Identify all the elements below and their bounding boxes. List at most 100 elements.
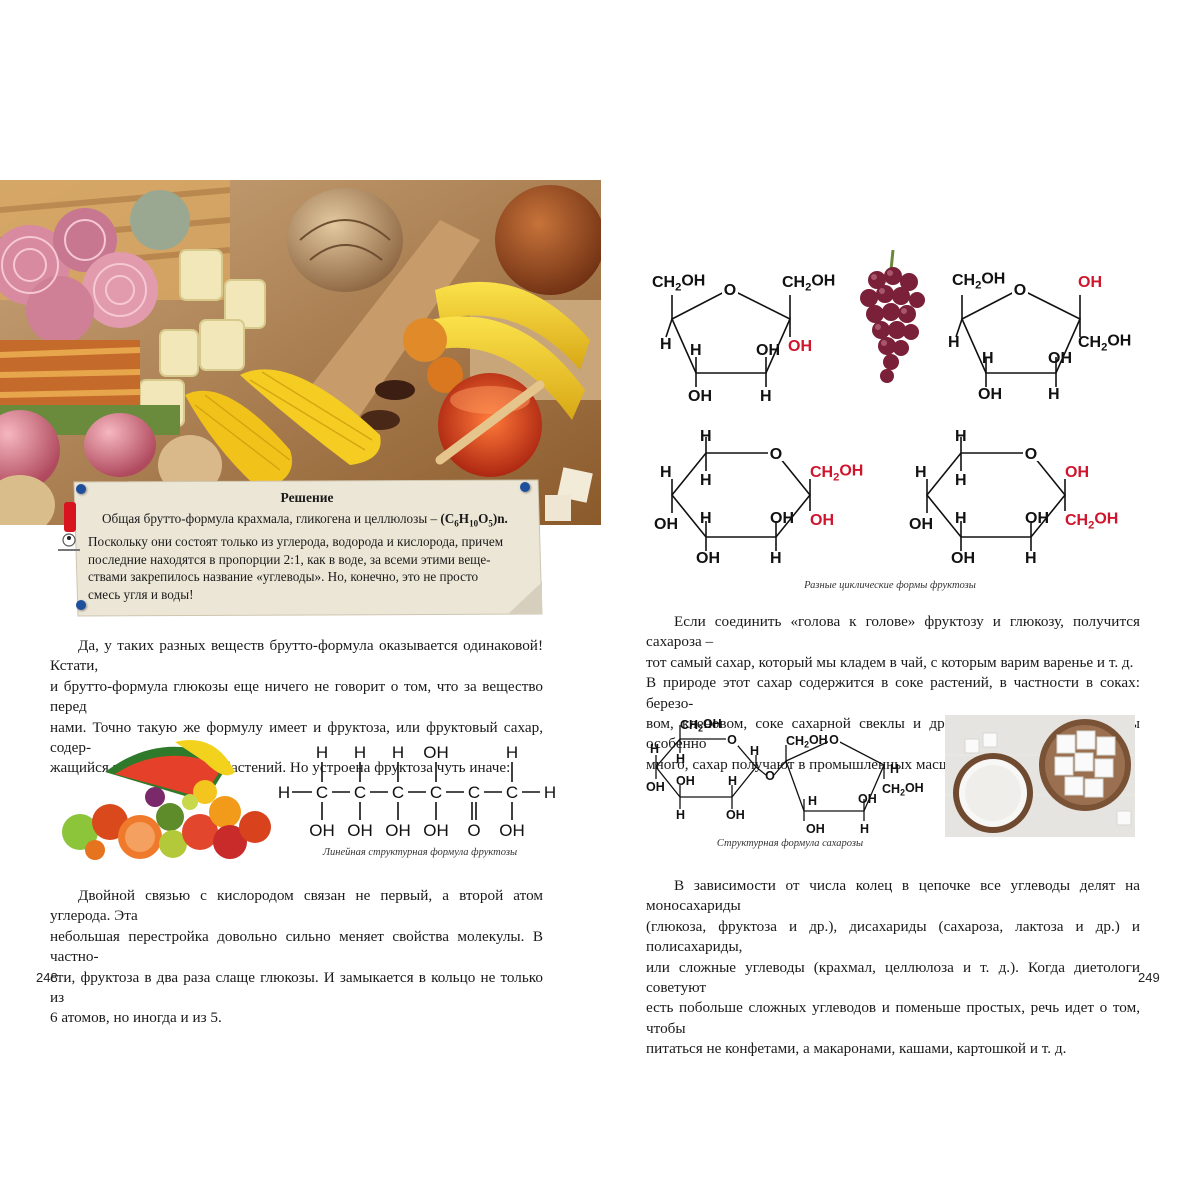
svg-text:OH: OH xyxy=(978,386,1002,403)
svg-text:OH: OH xyxy=(676,774,695,788)
svg-text:OH: OH xyxy=(909,516,933,533)
solution-title: Решение xyxy=(280,490,334,505)
svg-text:O: O xyxy=(765,769,775,783)
svg-text:O: O xyxy=(829,733,839,747)
svg-text:O: O xyxy=(727,733,737,747)
svg-text:CH2OH: CH2OH xyxy=(680,717,722,734)
atom-label: OH xyxy=(499,821,525,840)
atom-label: H xyxy=(506,743,518,762)
pin-icon xyxy=(520,482,530,492)
cyclic-forms-caption: Разные циклические формы фруктозы xyxy=(804,580,976,591)
atom-label: H xyxy=(392,743,404,762)
atom-label: C xyxy=(392,783,404,802)
page-number-right: 249 xyxy=(1138,970,1160,985)
svg-text:OH: OH xyxy=(654,516,678,533)
svg-text:OH: OH xyxy=(810,512,834,529)
atom-label: C xyxy=(506,783,518,802)
svg-text:CH2OH: CH2OH xyxy=(882,781,924,798)
svg-text:O: O xyxy=(770,446,782,463)
fructopyranose-structure-1: O H H H OH H OH OH H CH2OH OH xyxy=(650,425,880,570)
svg-text:H: H xyxy=(650,742,659,756)
svg-text:CH2OH: CH2OH xyxy=(952,271,1005,292)
svg-text:CH2OH: CH2OH xyxy=(1078,333,1131,354)
svg-text:O: O xyxy=(1014,282,1026,299)
svg-text:H: H xyxy=(955,472,967,489)
svg-text:OH: OH xyxy=(726,808,745,822)
svg-text:OH: OH xyxy=(770,510,794,527)
svg-text:OH: OH xyxy=(1078,274,1102,291)
atom-label: C xyxy=(316,783,328,802)
svg-text:H: H xyxy=(750,744,759,758)
fruit-pile-photo xyxy=(55,732,277,862)
svg-text:O: O xyxy=(724,282,736,299)
svg-text:H: H xyxy=(700,428,712,445)
svg-text:OH: OH xyxy=(806,822,825,836)
carbohydrate-foods-photo xyxy=(0,180,601,525)
atom-label: OH xyxy=(347,821,373,840)
svg-text:OH: OH xyxy=(1065,464,1089,481)
atom-label: OH xyxy=(423,743,449,762)
paragraph-carbohydrate-classes: В зависимости от числа колец в цепочке в… xyxy=(646,877,1140,1058)
svg-text:H: H xyxy=(860,822,869,836)
atom-label: H xyxy=(316,743,328,762)
svg-text:CH2OH: CH2OH xyxy=(1065,511,1118,532)
svg-text:H: H xyxy=(948,334,960,351)
atom-label: C xyxy=(430,783,442,802)
svg-text:H: H xyxy=(660,336,672,353)
fructofuranose-structure-2: O CH2OH OH H CH2OH H OH OH H xyxy=(940,265,1140,405)
svg-text:OH: OH xyxy=(858,792,877,806)
svg-text:H: H xyxy=(1025,550,1037,567)
sucrose-caption: Структурная формула сахарозы xyxy=(716,838,864,849)
atom-label: OH xyxy=(385,821,411,840)
atom-label: OH xyxy=(423,821,449,840)
atom-label: C xyxy=(468,783,480,802)
fructose-linear-formula: H H H H OH H C C C C C C H OH OH OH OH O… xyxy=(276,740,562,840)
svg-text:H: H xyxy=(676,808,685,822)
atom-label: H xyxy=(544,783,556,802)
svg-text:H: H xyxy=(690,342,702,359)
svg-text:CH2OH: CH2OH xyxy=(652,273,705,294)
exclamation-mascot-icon xyxy=(56,502,82,554)
atom-label: C xyxy=(354,783,366,802)
atom-label: H xyxy=(354,743,366,762)
svg-text:H: H xyxy=(700,510,712,527)
svg-text:OH: OH xyxy=(951,550,975,567)
pin-icon xyxy=(76,600,86,610)
svg-text:H: H xyxy=(808,794,817,808)
svg-text:CH2OH: CH2OH xyxy=(786,733,828,750)
svg-text:OH: OH xyxy=(1025,510,1049,527)
svg-text:OH: OH xyxy=(788,338,812,355)
svg-text:O: O xyxy=(1025,446,1037,463)
svg-text:H: H xyxy=(982,350,994,367)
fructopyranose-structure-2: O H H H OH H OH OH H OH CH2OH xyxy=(905,425,1135,570)
svg-text:H: H xyxy=(770,550,782,567)
svg-text:H: H xyxy=(660,464,672,481)
svg-text:OH: OH xyxy=(696,550,720,567)
solution-text: Общая брутто-формула крахмала, гликогена… xyxy=(88,511,508,603)
svg-text:OH: OH xyxy=(646,780,665,794)
svg-text:H: H xyxy=(955,428,967,445)
svg-text:OH: OH xyxy=(756,342,780,359)
linear-formula-caption: Линейная структурная формула фруктозы xyxy=(322,847,518,858)
page-number-left: 248 xyxy=(36,970,58,985)
svg-text:H: H xyxy=(1048,386,1060,403)
paragraph-fructose-properties: Двойной связью с кислородом связан не пе… xyxy=(50,887,543,1027)
svg-text:H: H xyxy=(955,510,967,527)
svg-text:H: H xyxy=(915,464,927,481)
svg-text:OH: OH xyxy=(1048,350,1072,367)
atom-label: O xyxy=(467,821,480,840)
polysaccharide-formula: (C6H10O5)n. xyxy=(440,511,508,529)
svg-text:CH2OH: CH2OH xyxy=(782,273,835,294)
svg-text:H: H xyxy=(728,774,737,788)
grapes-photo xyxy=(857,249,927,390)
atom-label: H xyxy=(278,783,290,802)
sugar-bowls-photo xyxy=(945,715,1135,837)
pin-icon xyxy=(76,484,86,494)
sucrose-structure: O O CH2OH H H H OH OH H H OH O CH2OH H C… xyxy=(640,715,940,843)
svg-text:OH: OH xyxy=(688,388,712,405)
svg-text:H: H xyxy=(676,752,685,766)
solution-note: Решение Общая брутто-формула крахмала, г… xyxy=(68,478,546,618)
svg-text:H: H xyxy=(890,762,899,776)
svg-text:H: H xyxy=(760,388,772,405)
fructofuranose-structure-1: O CH2OH CH2OH H OH H OH OH H xyxy=(650,265,850,405)
